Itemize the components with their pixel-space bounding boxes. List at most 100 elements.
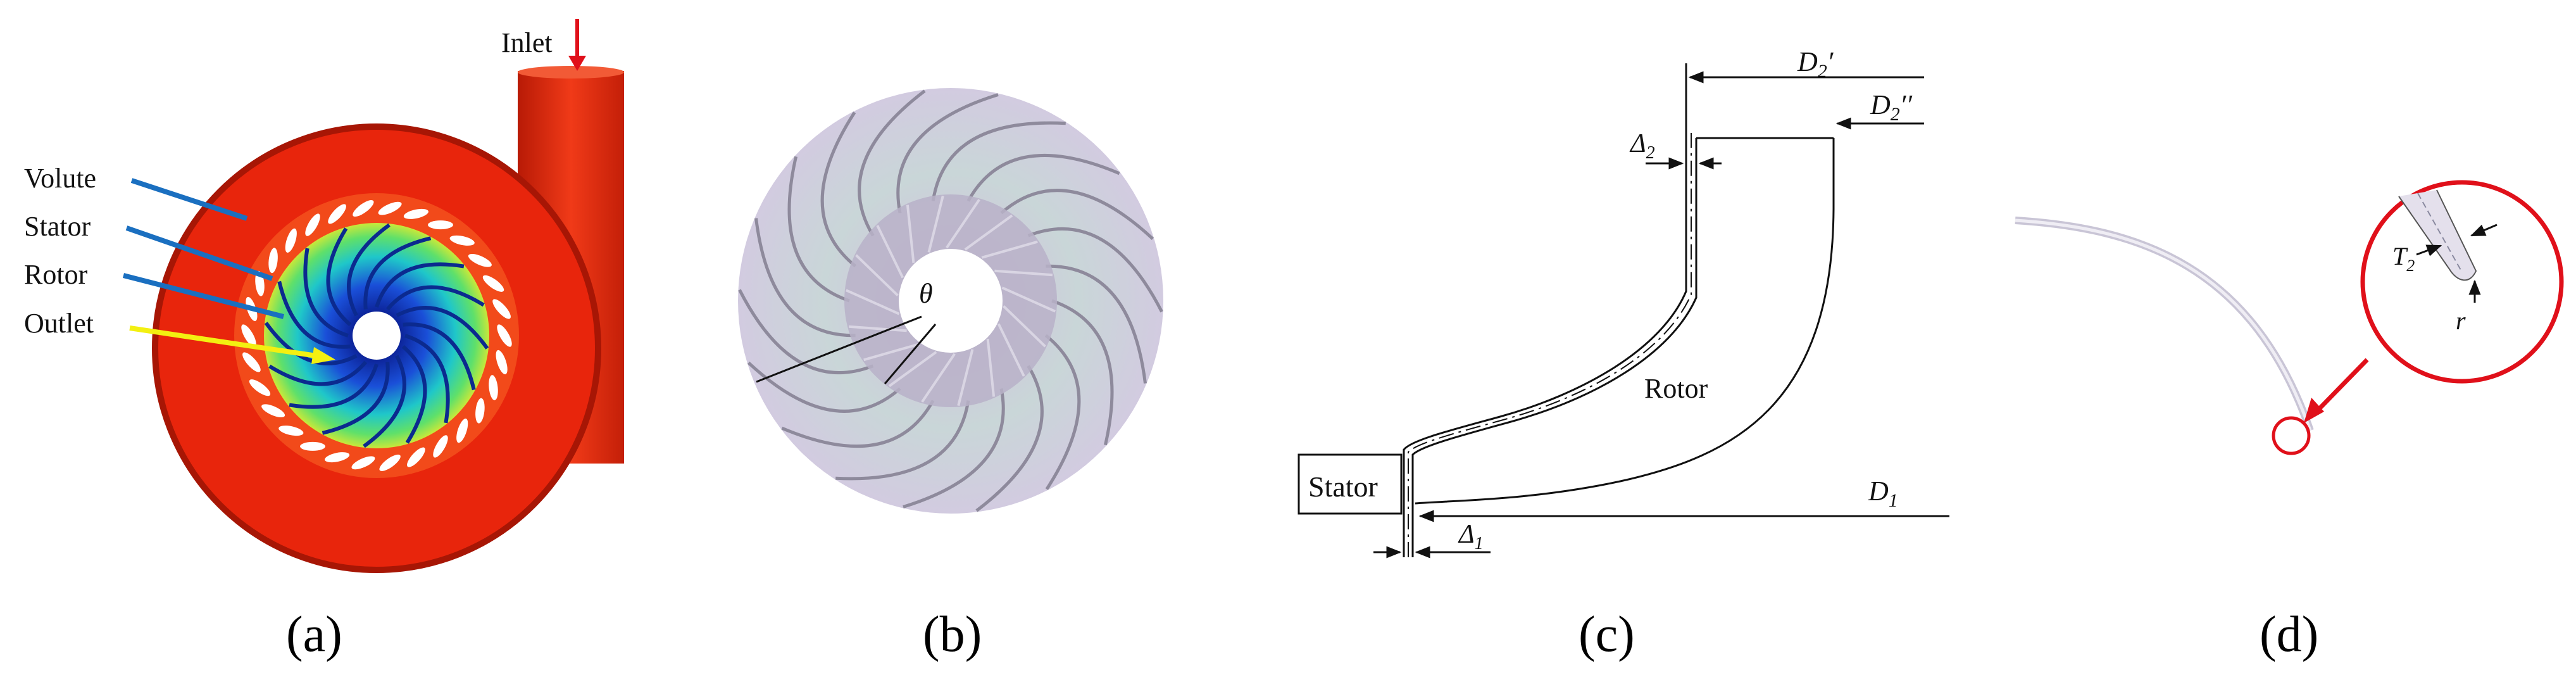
stator-vane <box>353 200 374 217</box>
rotor-blade <box>322 362 390 435</box>
stator-vane <box>351 456 375 470</box>
stator-vane <box>268 248 278 274</box>
rotor-text: Rotor <box>1644 373 1708 404</box>
t2-arrow-left <box>2416 244 2442 256</box>
outlet-hole <box>353 312 401 360</box>
impeller-blade <box>754 218 856 338</box>
stator-vane <box>489 375 498 401</box>
hub-vane <box>845 289 900 315</box>
rotor-blade <box>264 322 358 365</box>
impeller-bore <box>899 249 1003 353</box>
impeller-blade <box>966 153 1120 202</box>
inlet-pipe-top <box>518 66 624 79</box>
inlet-label: Inlet <box>501 27 553 58</box>
volute-casing-shade <box>152 123 601 573</box>
angle-ray-1 <box>756 315 922 383</box>
stator-vane <box>300 441 325 451</box>
d1-label: D1 <box>1868 476 1898 511</box>
caption-a: (a) <box>286 607 342 662</box>
stator-vane <box>407 447 425 467</box>
delta2-label: Δ2 <box>1629 129 1655 163</box>
stator-vane <box>324 452 350 463</box>
hub-vane <box>946 199 980 249</box>
r-label: r <box>2456 306 2466 335</box>
impeller-blade <box>1051 299 1114 446</box>
impeller-blade <box>1000 189 1154 241</box>
stator-vane <box>449 235 475 246</box>
hub-vane <box>1003 305 1046 348</box>
impeller-blade <box>931 121 1066 201</box>
hub-vanes <box>845 195 1056 407</box>
rotor-blade <box>401 344 427 444</box>
rotor-blade <box>277 281 351 349</box>
impeller-blade <box>820 111 857 268</box>
inlet-arrow-head <box>568 56 586 71</box>
angle-ray-2 <box>884 324 937 384</box>
rotor-shroud <box>1411 138 1698 557</box>
stator-vane <box>261 404 285 418</box>
hub-vane <box>964 214 1013 251</box>
stator-vane <box>285 228 297 253</box>
zoom-arrow <box>2315 358 2369 414</box>
panel-a-volute-assembly: Inlet Volute Stator Rotor Outlet (a) <box>24 19 624 662</box>
caption-d: (d) <box>2260 607 2318 662</box>
impeller-blade <box>787 156 850 303</box>
hub-vane <box>997 323 1025 377</box>
stator-vane <box>482 275 504 292</box>
rotor-blade <box>396 306 489 350</box>
impeller-blade <box>896 93 999 213</box>
rotor-blade <box>404 334 450 424</box>
rotor-label: Rotor <box>24 259 88 290</box>
impeller-blade <box>858 89 926 237</box>
impeller-blade <box>835 400 970 481</box>
impeller-blade <box>738 289 874 375</box>
stator-vane <box>492 299 511 319</box>
hub-vane <box>855 254 899 297</box>
stator-vane <box>249 379 271 396</box>
hub-vane <box>876 225 904 279</box>
rotor-hub <box>1415 138 1835 505</box>
impeller-blade <box>747 361 901 413</box>
outlet-leader-head <box>311 347 335 364</box>
t2-arrow-right <box>2470 224 2498 237</box>
tip-highlight-circle <box>2272 416 2311 455</box>
hub-vane <box>848 325 907 332</box>
impeller-blade <box>1044 334 1081 490</box>
stator-vane <box>241 324 256 347</box>
caption-b: (b) <box>923 607 982 662</box>
stator-vane <box>496 350 508 375</box>
rotor-blades <box>264 223 489 448</box>
rotor-blade <box>347 223 391 317</box>
hub-vane <box>981 240 1038 259</box>
rotor-blade <box>363 355 406 448</box>
d2pp-label: D2′′ <box>1870 89 1913 125</box>
volute-label: Volute <box>24 163 96 194</box>
blade-centerline <box>2417 193 2463 273</box>
stator-vane <box>403 208 429 219</box>
rotor-blade <box>375 262 465 308</box>
stator-vane <box>428 220 453 230</box>
blade-profile-core <box>2015 218 2312 431</box>
panel-c-meridional-section: Stator Rotor D2′ D2′′ Δ2 D1 Δ1 (c) <box>1297 46 1949 662</box>
caption-c: (c) <box>1579 607 1635 662</box>
impeller-blade <box>781 400 935 448</box>
stator-box <box>1297 453 1403 515</box>
impeller-blade <box>975 365 1044 512</box>
volute-leader <box>130 178 248 221</box>
stator-vane <box>278 426 304 436</box>
hub-vane <box>863 343 920 362</box>
stator-vane <box>468 253 492 267</box>
rotor-blade <box>268 360 368 386</box>
hub-vane <box>1001 286 1056 313</box>
hub-vane <box>957 349 974 407</box>
rotor-blade <box>403 322 476 391</box>
stator-vane <box>475 398 485 424</box>
stator-vane <box>305 213 320 236</box>
stator-label: Stator <box>24 211 91 242</box>
rotor-blade <box>303 248 349 338</box>
impeller-blades <box>738 89 1163 512</box>
magnified-view-circle <box>2360 180 2564 384</box>
rotor-blade <box>289 363 378 409</box>
stator-box-label: Stator <box>1308 470 1378 503</box>
